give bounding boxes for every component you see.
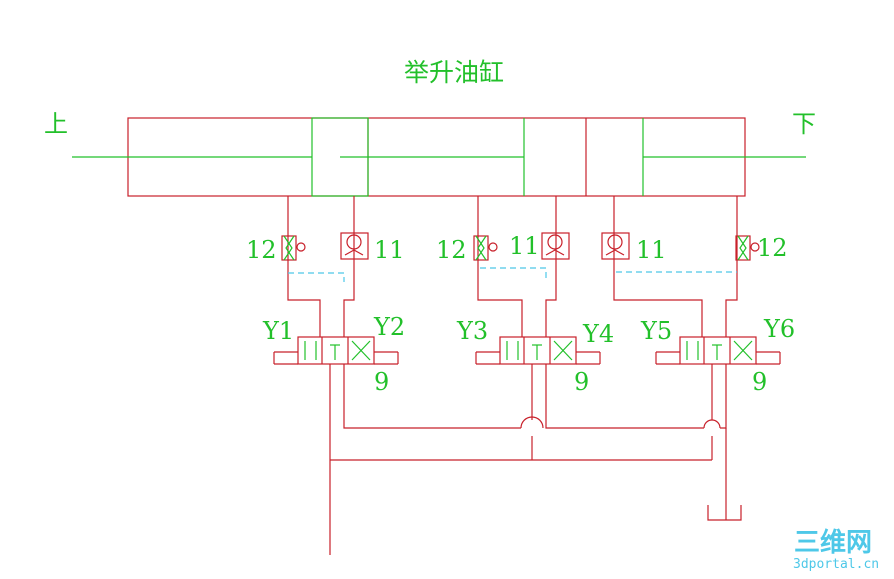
throttle-valve-2 (473, 235, 489, 261)
crossover-g3 (703, 419, 721, 429)
label-throttle-3: 12 (757, 234, 788, 262)
label-y3: Y3 (456, 317, 488, 345)
watermark-logo: 三维网 (794, 527, 872, 558)
directional-valve-1 (297, 336, 375, 365)
pilot-line-1 (288, 272, 345, 282)
valve-group-2 (473, 196, 704, 460)
check-valve-1-seat (344, 249, 364, 256)
directional-valve-2 (499, 336, 577, 365)
label-y2: Y2 (373, 313, 405, 341)
pipe-g1-return (343, 364, 521, 429)
throttle-1-ball (296, 242, 306, 252)
watermark-url: 3dportal.cn (793, 557, 879, 572)
check-valve-1 (340, 232, 369, 260)
label-y1: Y1 (262, 317, 294, 345)
label-valve-2: 9 (574, 368, 589, 396)
throttle-1-arrow-b (285, 235, 295, 261)
crossover-g2 (520, 416, 544, 429)
directional-valve-3 (679, 336, 757, 365)
tank-symbol (707, 505, 742, 521)
pipe-g3-b (725, 196, 738, 337)
pipe-g1-b (343, 196, 355, 337)
pipe-g2-a (477, 196, 523, 337)
throttle-1-arrow-a (283, 235, 293, 261)
check-valve-2 (541, 232, 570, 260)
label-up: 上 (44, 110, 68, 138)
throttle-valve-1 (281, 235, 297, 261)
label-check-1: 11 (374, 236, 405, 264)
diagram-title: 举升油缸 (404, 58, 504, 87)
label-throttle-2: 12 (436, 236, 467, 264)
throttle-valve-3 (735, 235, 751, 261)
label-y4: Y4 (582, 320, 614, 348)
pipe-g3-a (613, 196, 703, 337)
pipe-g2-b (545, 196, 557, 337)
pilot-line-2 (480, 267, 547, 282)
check-valve-1-ball (346, 234, 362, 250)
label-y5: Y5 (640, 317, 672, 345)
label-check-3: 11 (636, 236, 667, 264)
pipe-g1-a (287, 196, 321, 337)
valve-group-3 (601, 196, 781, 520)
check-valve-3 (601, 232, 630, 260)
label-down: 下 (792, 110, 816, 138)
label-check-2: 11 (509, 232, 540, 260)
lift-cylinder (72, 117, 806, 197)
label-y6: Y6 (763, 315, 795, 343)
label-valve-3: 9 (752, 368, 767, 396)
label-throttle-1: 12 (246, 236, 277, 264)
label-valve-1: 9 (374, 368, 389, 396)
pipe-g2-return (545, 364, 704, 429)
throttle-2-ball (488, 242, 498, 252)
throttle-3-ball (750, 242, 760, 252)
